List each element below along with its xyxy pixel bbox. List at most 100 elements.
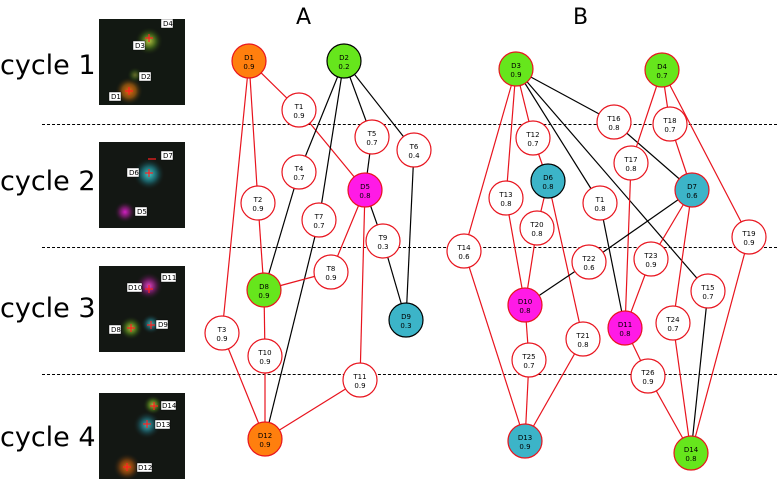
thumbnail-cycle-2: D7 D6 D5 <box>99 142 185 228</box>
cycle-1-label: cycle 1 <box>0 50 96 81</box>
node-id-label: T22 <box>581 255 595 263</box>
node-id-label: T7 <box>314 213 324 221</box>
node-value-label: 0.8 <box>619 330 630 338</box>
node-value-label: 0.4 <box>408 152 420 160</box>
thumb-label-d10: D10 <box>128 284 142 292</box>
node-value-label: 0.8 <box>685 455 696 463</box>
node-circle <box>655 305 691 341</box>
node-id-label: T1 <box>595 196 605 204</box>
node-d4: D40.7 <box>644 52 680 88</box>
edge-d3-t1b <box>515 68 601 204</box>
node-value-label: 0.9 <box>252 205 263 213</box>
node-id-label: T2 <box>253 196 263 204</box>
node-circle <box>690 273 726 309</box>
node-value-label: 0.7 <box>656 72 667 80</box>
cycle-4-label: cycle 4 <box>0 422 96 453</box>
node-circle <box>633 241 669 277</box>
thumb-label-d2: D2 <box>141 73 151 81</box>
node-id-label: T5 <box>367 130 377 138</box>
node-t5: T50.7 <box>354 119 390 155</box>
thumb-label-d3: D3 <box>135 42 145 50</box>
node-value-label: 0.7 <box>313 222 324 230</box>
node-value-label: 0.7 <box>523 362 534 370</box>
node-id-label: T9 <box>378 234 388 242</box>
node-circle <box>519 210 555 246</box>
node-circle <box>246 272 282 308</box>
thumb-label-d6: D6 <box>129 169 139 177</box>
thumb-label-d13: D13 <box>156 421 170 429</box>
node-value-label: 0.6 <box>458 253 470 261</box>
node-id-label: T17 <box>623 156 637 164</box>
edge-t13-d10 <box>505 197 526 306</box>
node-id-label: D8 <box>259 283 269 291</box>
node-id-label: T13 <box>498 191 512 199</box>
edge-d2-t7 <box>318 60 345 221</box>
node-id-label: T21 <box>575 332 589 340</box>
node-value-label: 0.8 <box>500 200 511 208</box>
thumb-label-d5: D5 <box>137 208 147 216</box>
node-id-label: D10 <box>518 298 532 306</box>
node-circle <box>498 51 534 87</box>
node-value-label: 0.9 <box>354 382 365 390</box>
edge-t1b-d11 <box>599 202 626 329</box>
node-id-label: D1 <box>244 54 254 62</box>
node-id-label: T25 <box>521 353 535 361</box>
node-id-label: T8 <box>326 265 336 273</box>
cycle-3-label: cycle 3 <box>0 293 96 324</box>
node-t4: T40.7 <box>281 154 317 190</box>
node-circle <box>396 132 432 168</box>
node-circle <box>365 223 401 259</box>
node-d6: D60.8 <box>530 163 566 199</box>
node-circle <box>613 145 649 181</box>
node-circle <box>582 185 618 221</box>
node-id-label: T18 <box>662 117 676 125</box>
node-id-label: T15 <box>700 284 714 292</box>
node-value-label: 0.9 <box>645 261 656 269</box>
edge-d4-t19 <box>661 69 750 238</box>
node-value-label: 0.9 <box>258 292 269 300</box>
node-t3: T30.9 <box>204 315 240 351</box>
node-circle <box>607 310 643 346</box>
node-value-label: 0.3 <box>400 322 411 330</box>
node-circle <box>446 233 482 269</box>
node-circle <box>342 362 378 398</box>
edge-t4-d8 <box>263 171 300 291</box>
node-d3: D30.9 <box>498 51 534 87</box>
edge-t6-d9 <box>405 149 415 321</box>
node-t2: T20.9 <box>240 185 276 221</box>
node-d7: D70.6 <box>674 172 710 208</box>
node-value-label: 0.8 <box>594 205 605 213</box>
node-value-label: 0.9 <box>259 358 270 366</box>
node-value-label: 0.8 <box>519 307 530 315</box>
node-id-label: T14 <box>456 244 471 252</box>
node-id-label: D3 <box>511 62 521 70</box>
node-circle <box>596 104 632 140</box>
node-t7: T70.7 <box>301 202 337 238</box>
node-t1: T10.9 <box>281 92 317 128</box>
edge-d1-t2 <box>248 60 259 204</box>
node-circle <box>674 172 710 208</box>
node-value-label: 0.9 <box>510 71 521 79</box>
node-id-label: D7 <box>687 183 697 191</box>
thumb-label-d9: D9 <box>158 321 168 329</box>
node-circle <box>565 321 601 357</box>
node-id-label: D5 <box>360 183 370 191</box>
node-value-label: 0.8 <box>531 230 542 238</box>
